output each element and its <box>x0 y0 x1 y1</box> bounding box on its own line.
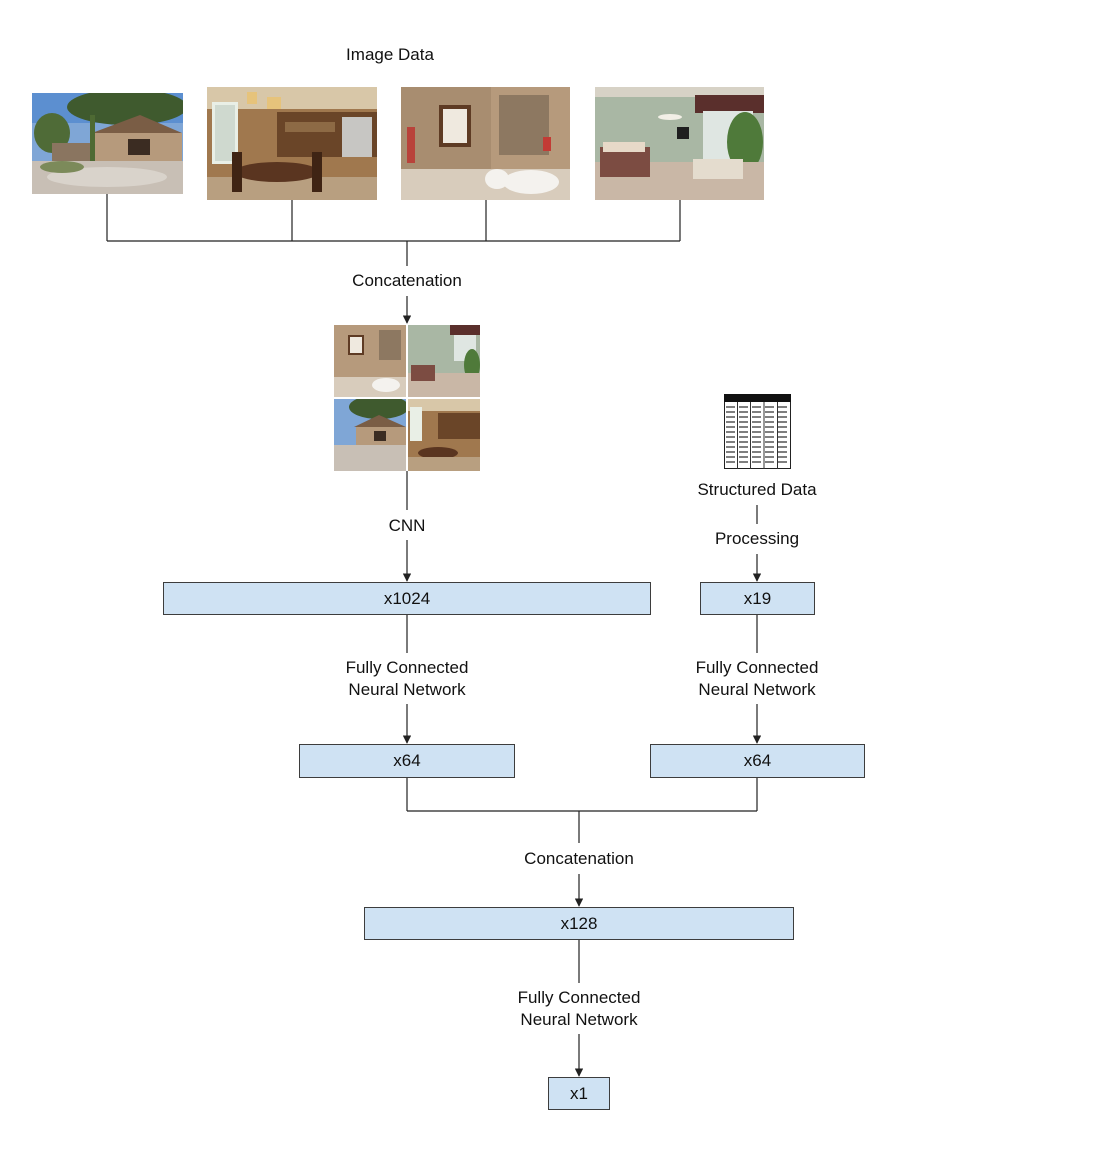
output-box: x1 <box>548 1077 610 1110</box>
structured-data-label: Structured Data <box>697 480 817 499</box>
left-dense-size: x64 <box>393 751 421 770</box>
grid-bedroom-tile <box>408 325 480 397</box>
structured-input-box: x19 <box>700 582 815 615</box>
bathroom-photo <box>401 87 570 200</box>
bedroom-photo <box>595 87 764 200</box>
house-exterior-photo <box>32 93 183 194</box>
right-dense-box: x64 <box>650 744 865 778</box>
image-data-label: Image Data <box>346 45 434 64</box>
left-dense-box: x64 <box>299 744 515 778</box>
fc-right-label: Fully Connected Neural Network <box>695 658 819 699</box>
grid-bathroom-tile <box>334 325 406 397</box>
grid-kitchen-tile <box>408 399 480 471</box>
cnn-output-size: x1024 <box>383 588 431 608</box>
right-dense-size: x64 <box>743 751 772 770</box>
processing-label: Processing <box>714 529 800 548</box>
table-icon <box>724 394 791 469</box>
concatenated-image-grid <box>334 325 480 471</box>
merged-box: x128 <box>364 907 794 940</box>
fc-bottom-label: Fully Connected Neural Network <box>517 988 641 1029</box>
cnn-label: CNN <box>388 516 426 535</box>
cnn-output-box: x1024 <box>163 582 651 615</box>
concatenation-label-bottom: Concatenation <box>524 849 634 868</box>
kitchen-dining-photo <box>207 87 377 200</box>
structured-input-size: x19 <box>743 588 772 608</box>
merged-size: x128 <box>560 913 598 933</box>
fc-left-label: Fully Connected Neural Network <box>345 658 469 699</box>
grid-exterior-tile <box>334 399 406 471</box>
output-size: x1 <box>570 1083 588 1103</box>
concatenation-label-top: Concatenation <box>352 271 462 290</box>
